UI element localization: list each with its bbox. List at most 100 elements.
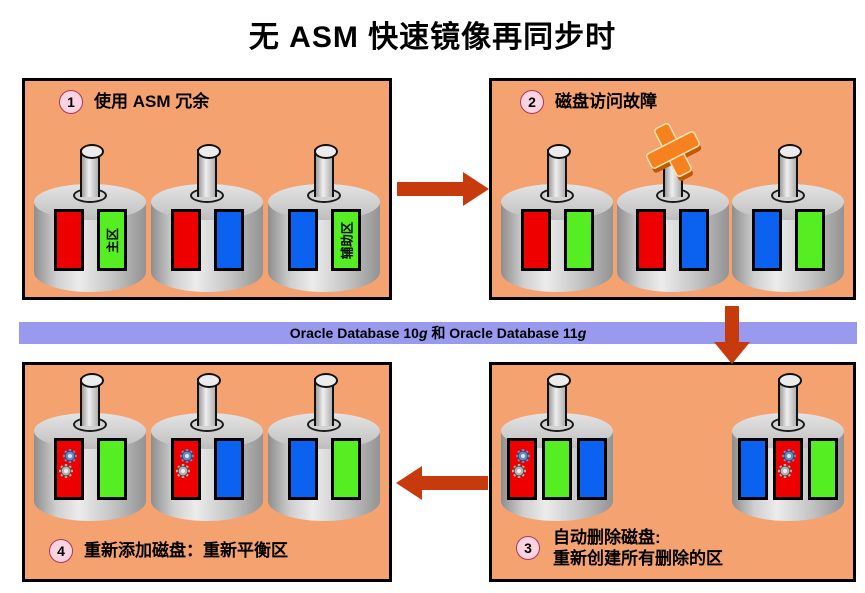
extent-red [170,438,201,500]
extent-red [636,209,666,271]
extent-blue [213,209,244,271]
extent-green [808,438,838,500]
disk-row [501,373,844,522]
gear-icon [778,464,792,478]
disk: 主区 [34,144,146,293]
extent-green [563,209,594,271]
disk-row [34,373,380,522]
extent-blue [213,438,244,500]
extent-red [507,438,537,500]
disk-spindle [80,373,104,426]
extent-blue [751,209,782,271]
extent-red [773,438,803,500]
extent-green [330,438,361,500]
panel-caption-text: 磁盘访问故障 [555,91,657,113]
panel-step2-disk-failure: 2 磁盘访问故障 [489,78,856,300]
extent-group [732,209,844,271]
caption-line: 重新创建所有删除的区 [553,549,723,569]
disk-spindle [547,373,571,426]
disk: 辅助区 [268,144,380,293]
caption-line: 使用 ASM 冗余 [94,92,210,112]
disk-spindle [80,144,104,197]
gear-icon [516,449,530,463]
gear-icon [512,464,526,478]
extent-red [520,209,551,271]
extent-red [53,209,84,271]
step-number-badge: 4 [49,539,73,563]
disk [151,144,263,293]
disk-failure-x-icon [645,122,701,181]
extent-group: 主区 [34,209,146,271]
oracle-database-bar: Oracle Database 10g 和 Oracle Database 11… [19,322,857,344]
extent-blue [287,438,318,500]
panel-step3-drop-disk: 3 自动删除磁盘:重新创建所有删除的区 [489,362,856,582]
step-number-badge: 3 [516,536,540,561]
step-number-badge: 2 [520,90,544,114]
extent-blue [577,438,607,500]
disk-spindle [197,144,221,197]
panel-caption: 2 磁盘访问故障 [520,90,657,114]
disk [501,144,613,293]
extent-green [542,438,572,500]
gear-icon [782,449,796,463]
extent-green [794,209,825,271]
gear-icon [58,464,73,478]
panel-caption: 1 使用 ASM 冗余 [59,90,209,114]
right-arrow-icon [397,172,489,206]
extent-group [34,438,146,500]
extent-green: 辅助区 [330,209,361,271]
extent-label: 辅助区 [340,221,355,259]
panel-caption: 4 重新添加磁盘：重新平衡区 [49,539,288,563]
panel-caption: 3 自动删除磁盘:重新创建所有删除的区 [516,527,723,571]
down-arrow-icon [714,306,750,364]
disk-spindle [547,144,571,197]
extent-red [170,209,201,271]
panel-caption-text: 重新添加磁盘：重新平衡区 [84,540,288,562]
panel-caption-text: 自动删除磁盘:重新创建所有删除的区 [553,527,723,571]
gear-icon [179,449,194,463]
gear-icon [175,464,190,478]
panel-step4-readd-disk: 4 重新添加磁盘：重新平衡区 [22,362,392,582]
recreate-gears-icon [510,441,534,497]
disk [268,373,380,522]
disk-row: 主区 辅助区 [34,144,380,293]
disk [34,373,146,522]
step-number-badge: 1 [59,90,83,114]
caption-line: 磁盘访问故障 [555,92,657,112]
panel-caption-text: 使用 ASM 冗余 [94,91,209,113]
extent-group [268,438,380,500]
caption-line: 重新添加磁盘：重新平衡区 [84,541,288,561]
extent-group [151,209,263,271]
disk-spindle [778,144,802,197]
extent-blue [287,209,318,271]
extent-group [501,438,613,500]
disk-failed [616,122,729,293]
extent-group [617,209,729,271]
disk-spindle [314,144,338,197]
bar-text-italic-g: g [577,325,587,341]
bar-text-italic-g: g [418,325,428,341]
bar-text-segment: 和 Oracle Database 11 [427,325,578,341]
extent-red [53,438,84,500]
disk [151,373,263,522]
panel-step1-asm-redundancy: 1 使用 ASM 冗余 主区 辅助区 [22,78,392,300]
page-title: 无 ASM 快速镜像再同步时 [248,21,617,54]
caption-line: 自动删除磁盘: [553,527,661,547]
extent-blue [738,438,768,500]
disk-row [501,122,844,293]
gear-icon [62,449,77,463]
disk-spindle [314,373,338,426]
disk [732,373,844,522]
recreate-gears-icon [57,441,81,497]
left-arrow-icon [396,466,488,500]
disk [501,373,613,522]
bar-text-segment: Oracle Database 10 [289,325,419,341]
disk-spindle [778,373,802,426]
recreate-gears-icon [776,441,800,497]
extent-green [96,438,127,500]
disk-spindle [197,373,221,426]
extent-group [501,209,613,271]
extent-group [732,438,844,500]
extent-blue [679,209,709,271]
